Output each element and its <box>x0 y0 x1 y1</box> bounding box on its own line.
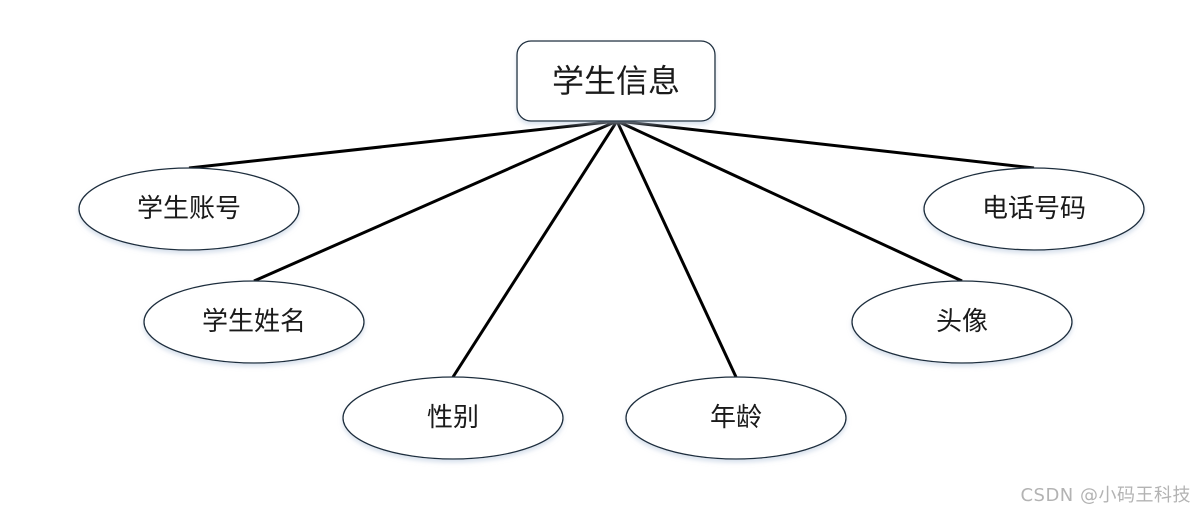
attribute-name: 学生姓名 <box>143 280 365 364</box>
connector-avatar <box>616 119 963 283</box>
connector-name <box>253 119 618 283</box>
attribute-age: 年龄 <box>625 376 847 460</box>
connector-phone <box>616 119 1035 170</box>
attribute-label: 学生账号 <box>137 194 241 224</box>
entity-label: 学生信息 <box>552 62 680 100</box>
attribute-gender: 性别 <box>342 376 564 460</box>
entity-student-info: 学生信息 <box>516 40 716 122</box>
attribute-account: 学生账号 <box>78 167 300 251</box>
attribute-label: 学生姓名 <box>202 307 306 337</box>
attribute-label: 年龄 <box>710 403 762 433</box>
attribute-label: 性别 <box>427 403 479 433</box>
connector-account <box>188 119 618 170</box>
connectors <box>188 119 1035 378</box>
attribute-label: 头像 <box>936 307 988 337</box>
connector-gender <box>451 120 619 378</box>
attribute-avatar: 头像 <box>851 280 1073 364</box>
watermark: CSDN @小码王科技 <box>1020 485 1191 506</box>
attribute-label: 电话号码 <box>982 194 1086 224</box>
attribute-phone: 电话号码 <box>923 167 1145 251</box>
connector-age <box>615 120 738 378</box>
